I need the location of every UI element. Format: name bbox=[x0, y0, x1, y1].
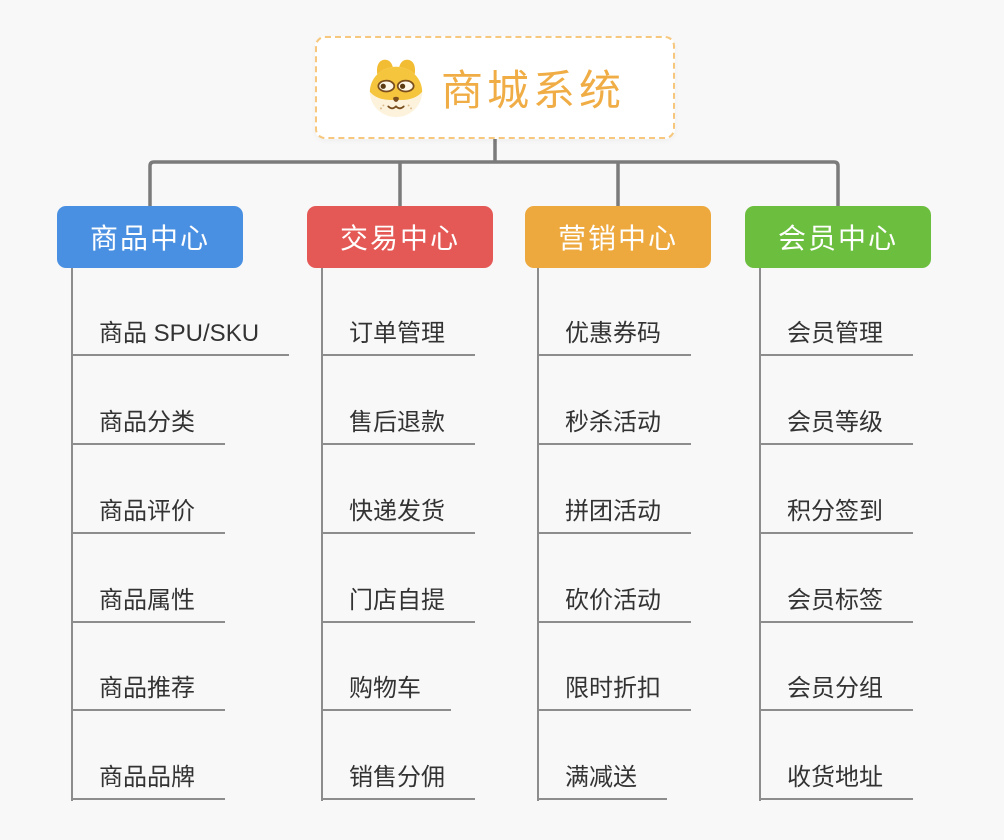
leaf-node[interactable]: 收货地址 bbox=[760, 762, 913, 800]
leaf-node[interactable]: 砍价活动 bbox=[538, 585, 691, 623]
column-connector-line bbox=[71, 268, 73, 801]
leaf-node[interactable]: 购物车 bbox=[322, 673, 451, 711]
leaf-node[interactable]: 会员分组 bbox=[760, 673, 913, 711]
branch-node-trade-center[interactable]: 交易中心 bbox=[307, 206, 493, 268]
root-node[interactable]: 商城系统 bbox=[315, 36, 675, 139]
column-connector-line bbox=[537, 268, 539, 801]
branch-node-marketing-center[interactable]: 营销中心 bbox=[525, 206, 711, 268]
leaf-node[interactable]: 销售分佣 bbox=[322, 762, 475, 800]
leaf-node[interactable]: 售后退款 bbox=[322, 407, 475, 445]
root-title: 商城系统 bbox=[440, 67, 625, 114]
column-connector-line bbox=[759, 268, 761, 801]
leaf-node[interactable]: 门店自提 bbox=[322, 585, 475, 623]
leaf-node[interactable]: 满减送 bbox=[538, 762, 667, 800]
leaf-node[interactable]: 商品分类 bbox=[72, 407, 225, 445]
leaf-node[interactable]: 会员标签 bbox=[760, 585, 913, 623]
column-connector-line bbox=[321, 268, 323, 801]
leaf-node[interactable]: 优惠券码 bbox=[538, 318, 691, 356]
leaf-node[interactable]: 会员等级 bbox=[760, 407, 913, 445]
leaf-node[interactable]: 快递发货 bbox=[322, 496, 475, 534]
leaf-node[interactable]: 商品评价 bbox=[72, 496, 225, 534]
leaf-node[interactable]: 会员管理 bbox=[760, 318, 913, 356]
leaf-node[interactable]: 商品属性 bbox=[72, 585, 225, 623]
branch-node-member-center[interactable]: 会员中心 bbox=[745, 206, 931, 268]
leaf-node[interactable]: 商品 SPU/SKU bbox=[72, 318, 290, 356]
leaf-node[interactable]: 秒杀活动 bbox=[538, 407, 691, 445]
branch-node-product-center[interactable]: 商品中心 bbox=[57, 206, 243, 268]
leaf-node[interactable]: 拼团活动 bbox=[538, 496, 691, 534]
dog-face-icon bbox=[365, 57, 427, 119]
leaf-node[interactable]: 积分签到 bbox=[760, 496, 913, 534]
leaf-node[interactable]: 商品品牌 bbox=[72, 762, 225, 800]
leaf-node[interactable]: 限时折扣 bbox=[538, 673, 691, 711]
leaf-node[interactable]: 订单管理 bbox=[322, 318, 475, 356]
leaf-node[interactable]: 商品推荐 bbox=[72, 673, 225, 711]
